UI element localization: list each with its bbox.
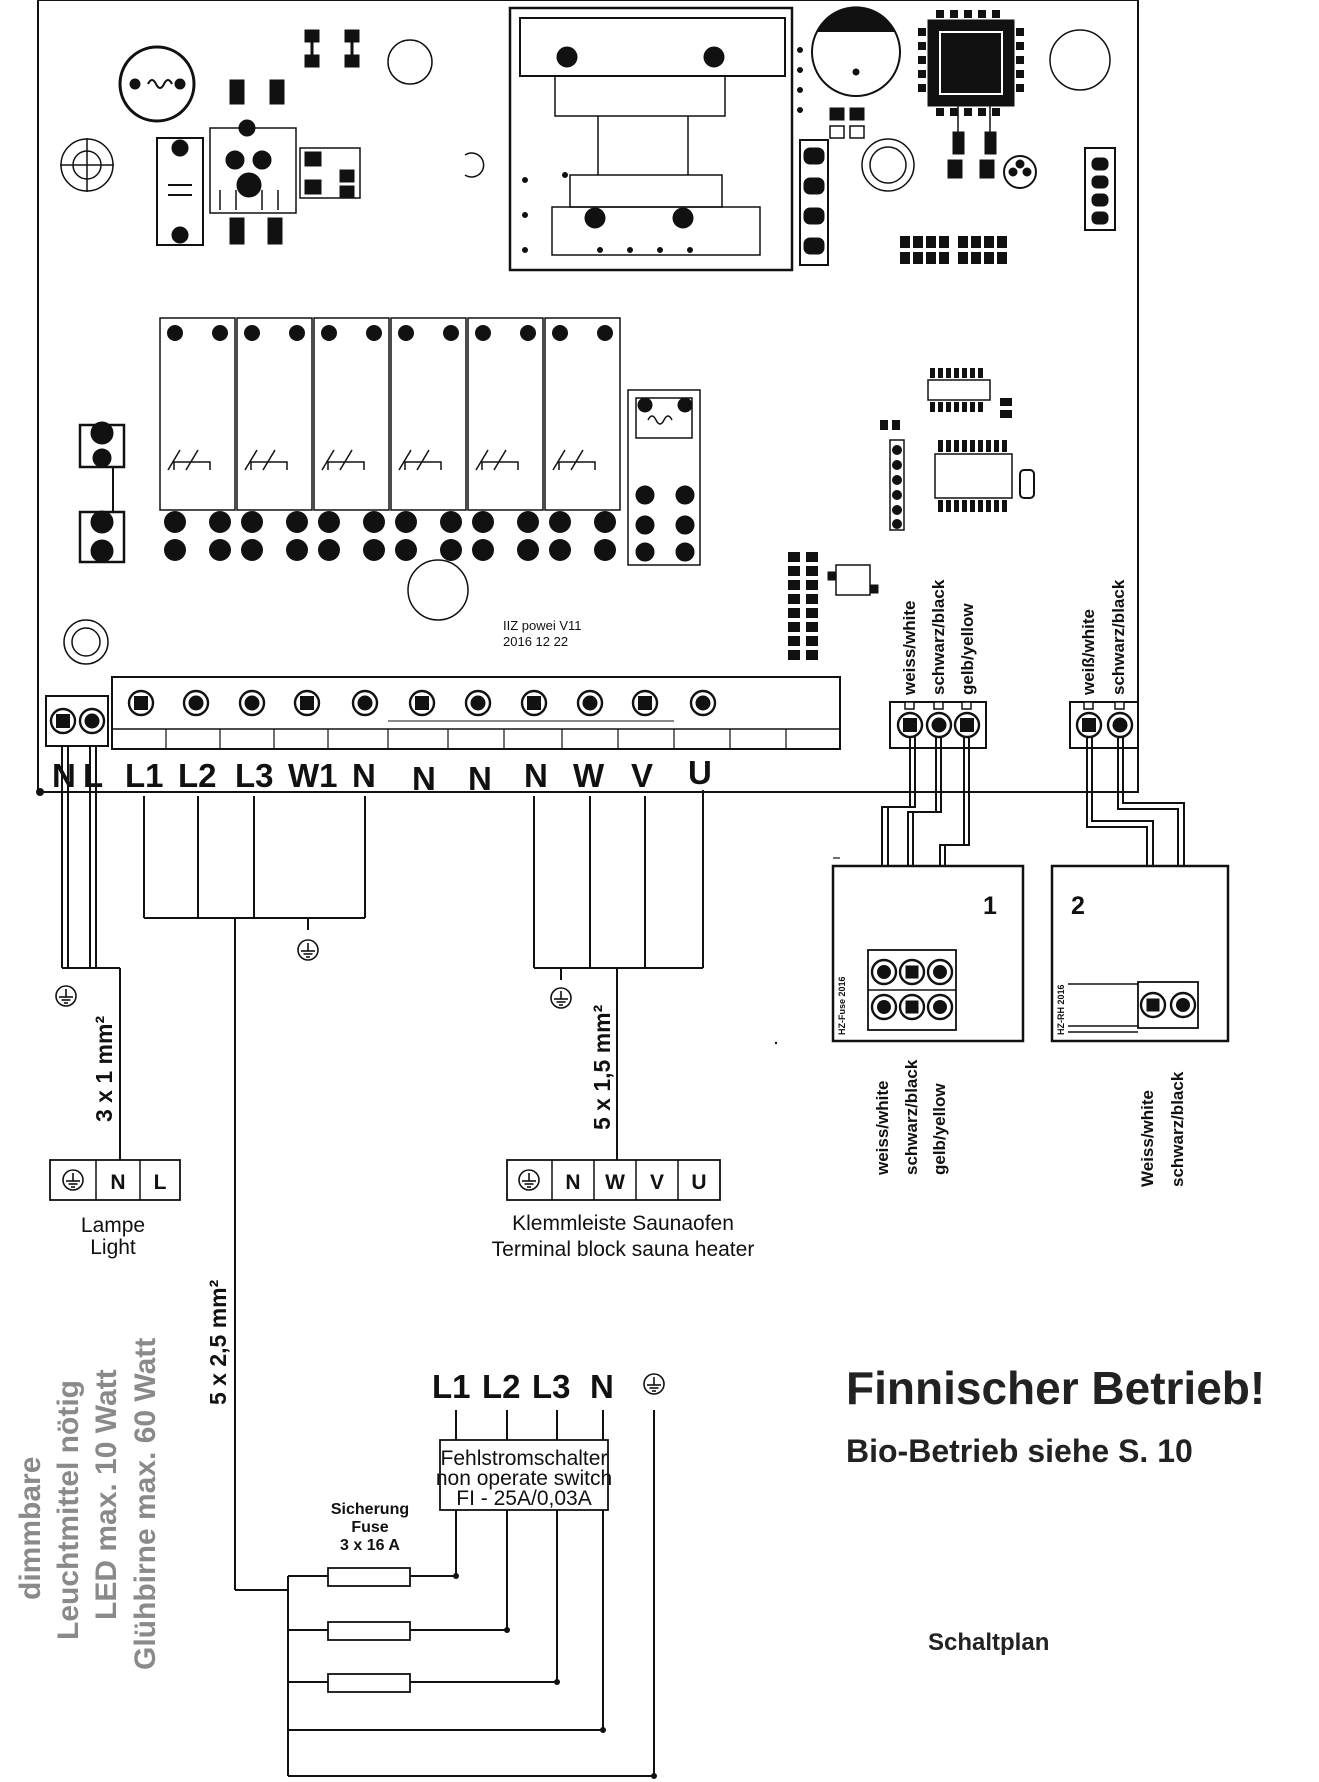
- terminal-label-n-1: N: [352, 757, 376, 794]
- terminal-label-l3: L3: [235, 757, 274, 794]
- terminal-label-l1: L1: [125, 757, 164, 794]
- microcontroller: [927, 19, 1015, 107]
- sensor-2-board-wire-labels: weiß/white schwarz/black: [1079, 579, 1128, 696]
- wire-label-black-2: schwarz/black: [1109, 579, 1128, 695]
- heater-terminal-w: W: [605, 1171, 625, 1194]
- fuse-l1: [327, 1567, 411, 1587]
- terminal-labels: N L L1 L2 L3 W1 N N N N W V U: [52, 754, 712, 797]
- heater-terminal-strip: N W V U: [506, 1159, 721, 1201]
- lamp-caption-de: Lampe: [81, 1214, 145, 1237]
- page-subtitle: Bio-Betrieb siehe S. 10: [846, 1433, 1193, 1469]
- sensor-1: 1 HZ-Fuse 2016: [831, 857, 1025, 1043]
- supply-label-l2: L2: [482, 1368, 521, 1405]
- board-outline: [37, 0, 1139, 793]
- lamp-terminal-strip: N L: [49, 1159, 181, 1201]
- supply-cable-label: 5 x 2,5 mm²: [205, 1279, 231, 1405]
- fuses: [327, 1567, 411, 1693]
- fuse-rating: 3 x 16 A: [340, 1537, 400, 1554]
- lamp-note-line-2: Leuchtmittel nötig: [52, 1380, 85, 1640]
- rcd-box: [439, 1439, 609, 1511]
- sensor-2-wire-labels: Weiss/white schwarz/black: [1138, 1071, 1187, 1187]
- terminal-label-n-3: N: [468, 760, 492, 797]
- ground-symbol-icon: [518, 1169, 540, 1191]
- lamp-note: dimmbare Leuchtmittel nötig LED max. 10 …: [14, 1338, 162, 1670]
- lamp-cable-label: 3 x 1 mm²: [91, 1016, 117, 1122]
- sensor-1-wire-labels: weiss/white schwarz/black gelb/yellow: [873, 1059, 949, 1176]
- sensor-1-number: 1: [983, 892, 997, 920]
- fuse-label-de: Sicherung: [331, 1501, 409, 1518]
- fuse-label-en: Fuse: [351, 1519, 388, 1536]
- terminal-label-l-lamp: L: [83, 757, 103, 794]
- relay-bank: [159, 317, 621, 561]
- rcd-rating: FI - 25A/0,03A: [456, 1487, 591, 1510]
- terminal-label-w1: W1: [288, 757, 338, 794]
- footer-label: Schaltplan: [928, 1629, 1049, 1656]
- terminal-label-n-lamp: N: [52, 757, 76, 794]
- terminal-label-n-2: N: [412, 760, 436, 797]
- sensor-1-board-label: HZ-Fuse 2016: [837, 976, 847, 1035]
- transformer: [508, 6, 794, 272]
- supply-label-l1: L1: [432, 1368, 471, 1405]
- main-terminal-block: [111, 676, 841, 750]
- terminal-label-u: U: [688, 754, 712, 791]
- supply-label-l3: L3: [532, 1368, 571, 1405]
- sensor-2-wire-black: schwarz/black: [1168, 1071, 1187, 1187]
- terminal-label-w: W: [573, 757, 605, 794]
- supply-labels: L1 L2 L3 N: [432, 1368, 614, 1405]
- sensor-1-wire-yellow: gelb/yellow: [930, 1083, 949, 1175]
- ground-symbol-icon: [550, 987, 572, 1009]
- lamp-note-line-4: Glühbirne max. 60 Watt: [129, 1338, 162, 1670]
- lamp-terminal-block: [45, 695, 109, 747]
- sensor-2-wire-white: Weiss/white: [1138, 1090, 1157, 1187]
- supply-label-n: N: [590, 1368, 614, 1405]
- terminal-label-l2: L2: [178, 757, 217, 794]
- lamp-terminal-l: L: [154, 1171, 167, 1194]
- ground-symbol-icon: [62, 1169, 84, 1191]
- sensor-2-board-label: HZ-RH 2016: [1056, 984, 1066, 1035]
- rcd-label-en: non operate switch: [436, 1467, 612, 1490]
- terminal-label-n-4: N: [524, 757, 548, 794]
- ground-symbol-icon: [297, 939, 319, 961]
- wire-label-white-2: weiß/white: [1079, 609, 1098, 696]
- lamp-caption-en: Light: [90, 1236, 136, 1259]
- heater-caption-de: Klemmleiste Saunaofen: [512, 1212, 734, 1235]
- terminal-label-v: V: [631, 757, 653, 794]
- board-marking-version: IIZ powei V11: [503, 618, 582, 633]
- control-board: IIZ powei V11 2016 12 22: [37, 0, 1139, 793]
- board-marking-date: 2016 12 22: [503, 634, 568, 649]
- heater-terminal-u: U: [691, 1171, 706, 1194]
- wire-label-black: schwarz/black: [929, 579, 948, 695]
- fuse-l3: [327, 1673, 411, 1693]
- ground-symbol-icon: [55, 985, 77, 1007]
- heater-terminal-n: N: [565, 1171, 580, 1194]
- fuse-l2: [327, 1621, 411, 1641]
- capacitor-top-left: [118, 45, 196, 123]
- wire-label-yellow: gelb/yellow: [958, 603, 977, 695]
- heater-cable-label: 5 x 1,5 mm²: [589, 1004, 615, 1130]
- rcd-label-de: Fehlstromschalter: [441, 1447, 608, 1470]
- heater-terminal-v: V: [650, 1171, 664, 1194]
- heater-caption-en: Terminal block sauna heater: [492, 1238, 755, 1261]
- lamp-note-line-1: dimmbare: [14, 1457, 47, 1600]
- page-title: Finnischer Betrieb!: [846, 1362, 1265, 1414]
- sensor-2: 2 HZ-RH 2016: [1050, 864, 1230, 1043]
- lamp-note-line-3: LED max. 10 Watt: [90, 1369, 123, 1620]
- sensor-1-wire-white: weiss/white: [873, 1081, 892, 1176]
- ground-symbol-icon: [643, 1373, 665, 1395]
- sensor-1-board-wire-labels: weiss/white schwarz/black gelb/yellow: [900, 579, 977, 696]
- sensor-2-number: 2: [1071, 892, 1085, 920]
- sensor-1-wire-black: schwarz/black: [902, 1059, 921, 1175]
- lamp-terminal-n: N: [110, 1171, 125, 1194]
- sensor-connector-2: [1069, 701, 1139, 749]
- wire-label-white: weiss/white: [900, 601, 919, 696]
